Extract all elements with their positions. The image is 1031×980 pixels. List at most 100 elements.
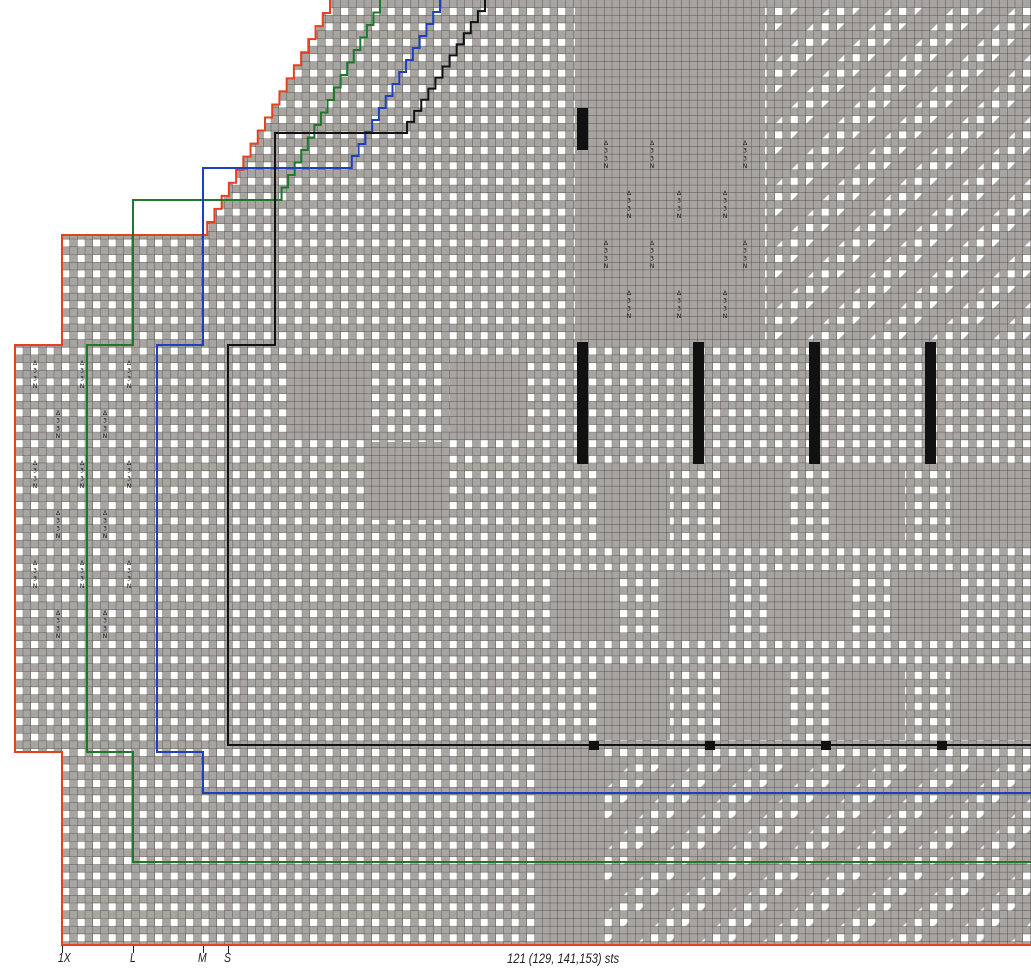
cable-symbol: Δ bbox=[80, 460, 85, 467]
cable-symbol: 3 bbox=[650, 255, 654, 262]
size-label-l: L bbox=[130, 950, 136, 965]
cable-symbol: 3 bbox=[103, 618, 107, 625]
cable-symbol: 3 bbox=[80, 475, 84, 482]
cable-symbol: Δ bbox=[723, 290, 728, 297]
size-outline-s bbox=[227, 0, 1031, 746]
cable-symbol: 3 bbox=[604, 148, 608, 155]
cable-symbol: 3 bbox=[33, 468, 37, 475]
cable-symbol: N bbox=[677, 213, 682, 220]
cable-symbol: 3 bbox=[723, 205, 727, 212]
cable-symbol: N bbox=[56, 633, 61, 640]
cable-symbol: 3 bbox=[127, 468, 131, 475]
cable-symbol: 3 bbox=[650, 155, 654, 162]
cable-symbol: 3 bbox=[604, 155, 608, 162]
cable-symbol: 3 bbox=[743, 148, 747, 155]
cable-symbol: Δ bbox=[103, 510, 108, 517]
cable-symbol: 3 bbox=[103, 525, 107, 532]
cable-symbol: 3 bbox=[650, 248, 654, 255]
cable-symbol: Δ bbox=[650, 240, 655, 247]
cable-symbol: 3 bbox=[56, 625, 60, 632]
cable-symbol: N bbox=[127, 483, 132, 490]
cable-symbol: Δ bbox=[743, 240, 748, 247]
cable-symbol: 3 bbox=[127, 375, 131, 382]
cable-symbol: Δ bbox=[604, 140, 609, 147]
cable-symbol: 3 bbox=[677, 305, 681, 312]
grid-lines bbox=[15, 0, 1031, 945]
cable-symbol: 3 bbox=[627, 198, 631, 205]
cable-symbol: Δ bbox=[103, 610, 108, 617]
tick-s bbox=[228, 946, 229, 953]
cable-symbol: 3 bbox=[604, 248, 608, 255]
cable-symbol: Δ bbox=[127, 360, 132, 367]
size-outline-m bbox=[156, 0, 1031, 794]
cable-symbol: 3 bbox=[103, 418, 107, 425]
cable-symbol: 3 bbox=[33, 368, 37, 375]
cable-symbol: 3 bbox=[56, 418, 60, 425]
cable-symbol: 3 bbox=[127, 568, 131, 575]
purl-bar bbox=[577, 108, 588, 150]
cable-symbol: N bbox=[650, 263, 655, 270]
cable-symbol: Δ bbox=[723, 190, 728, 197]
size-outline-1x bbox=[14, 0, 1031, 946]
cable-symbol: 3 bbox=[743, 155, 747, 162]
cable-symbol: 3 bbox=[33, 568, 37, 575]
cable-symbol: N bbox=[604, 263, 609, 270]
cable-symbol: Δ bbox=[677, 190, 682, 197]
cable-symbol: 3 bbox=[723, 298, 727, 305]
cable-symbol: 3 bbox=[56, 525, 60, 532]
cable-symbol: 3 bbox=[56, 518, 60, 525]
cable-symbol: 3 bbox=[127, 475, 131, 482]
cable-symbol: 3 bbox=[127, 368, 131, 375]
cable-symbol: Δ bbox=[604, 240, 609, 247]
purl-bar bbox=[577, 342, 588, 464]
cable-symbol: N bbox=[627, 313, 632, 320]
cable-symbol: Δ bbox=[56, 410, 61, 417]
tick-m bbox=[203, 946, 204, 953]
purl-bar bbox=[925, 342, 936, 464]
cable-symbol: N bbox=[127, 383, 132, 390]
cable-symbol: 3 bbox=[103, 425, 107, 432]
cable-symbol: 3 bbox=[103, 518, 107, 525]
purl-bar bbox=[809, 342, 820, 464]
cable-symbol: N bbox=[33, 483, 38, 490]
cable-symbol: 3 bbox=[33, 375, 37, 382]
cable-symbol: Δ bbox=[56, 610, 61, 617]
cable-symbol: 3 bbox=[743, 255, 747, 262]
size-label-m: M bbox=[198, 950, 207, 965]
cable-symbol: 3 bbox=[627, 205, 631, 212]
cable-symbol: Δ bbox=[127, 460, 132, 467]
cable-symbol: N bbox=[103, 433, 108, 440]
cable-symbol: N bbox=[604, 163, 609, 170]
cable-symbol: 3 bbox=[56, 618, 60, 625]
cable-symbol: 3 bbox=[627, 298, 631, 305]
cable-symbol: 3 bbox=[604, 255, 608, 262]
cable-symbol: 3 bbox=[103, 625, 107, 632]
cable-symbol: 3 bbox=[56, 425, 60, 432]
cable-symbol: 3 bbox=[33, 475, 37, 482]
cable-symbol: N bbox=[56, 433, 61, 440]
cable-symbol: N bbox=[723, 213, 728, 220]
cable-symbol: N bbox=[56, 533, 61, 540]
cable-symbol: N bbox=[33, 583, 38, 590]
cable-symbol: 3 bbox=[80, 468, 84, 475]
cable-symbol: Δ bbox=[743, 140, 748, 147]
cable-symbol: N bbox=[80, 583, 85, 590]
cable-symbol: 3 bbox=[723, 198, 727, 205]
cable-symbol: Δ bbox=[127, 560, 132, 567]
cable-symbol: N bbox=[33, 383, 38, 390]
cable-symbol: Δ bbox=[650, 140, 655, 147]
size-label-s: S bbox=[224, 950, 231, 965]
cable-symbol: 3 bbox=[677, 198, 681, 205]
cable-symbol: N bbox=[650, 163, 655, 170]
cable-symbol: Δ bbox=[627, 190, 632, 197]
cable-symbol: N bbox=[103, 633, 108, 640]
cable-symbol: Δ bbox=[56, 510, 61, 517]
tick-1x bbox=[62, 946, 63, 953]
cable-symbol: 3 bbox=[80, 375, 84, 382]
cable-symbol: 3 bbox=[127, 575, 131, 582]
cable-symbol: 3 bbox=[627, 305, 631, 312]
cable-symbol: Δ bbox=[33, 460, 38, 467]
cable-symbol: 3 bbox=[80, 575, 84, 582]
tick-l bbox=[133, 946, 134, 953]
